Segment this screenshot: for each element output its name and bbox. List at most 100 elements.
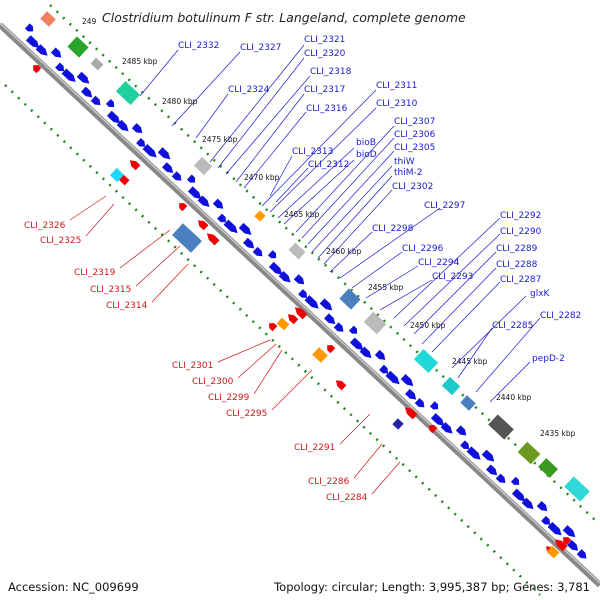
forward-leaders <box>139 44 541 403</box>
leader-line <box>119 229 171 269</box>
forward-gene-arrow <box>429 401 439 410</box>
forward-gene-label: CLI_2316 <box>306 104 348 114</box>
forward-gene-arrow <box>106 110 121 124</box>
leader-line <box>339 207 441 279</box>
reverse-gene-arrow <box>563 537 572 546</box>
forward-gene-arrow <box>197 195 210 207</box>
leader-line <box>253 349 283 395</box>
forward-gene-label: CLI_2313 <box>292 147 333 157</box>
feature-box <box>441 376 461 396</box>
accession-text: Accession: NC_009699 <box>8 580 139 594</box>
leader-line <box>475 317 541 393</box>
forward-gene-arrow <box>90 95 101 106</box>
forward-gene-label: CLI_2298 <box>372 224 414 234</box>
forward-gene-arrow <box>116 119 129 132</box>
forward-gene-arrow <box>25 35 40 49</box>
reverse-gene-label: CLI_2286 <box>308 477 350 487</box>
forward-gene-arrow <box>136 138 146 147</box>
leader-line <box>275 167 309 203</box>
leader-line <box>235 93 305 183</box>
reverse-gene-label: CLI_2295 <box>226 409 267 419</box>
leader-line <box>403 233 501 327</box>
feature-box <box>193 156 213 176</box>
leader-line <box>379 279 433 311</box>
forward-gene-arrow <box>35 44 48 56</box>
map-title: Clostridium botulinum F str. Langeland, … <box>102 10 466 25</box>
feature-box <box>363 311 387 335</box>
backbone-highlight <box>0 22 600 584</box>
forward-gene-label: CLI_2306 <box>394 130 436 140</box>
reverse-gene-arrow <box>129 160 141 171</box>
forward-gene-arrow <box>430 413 445 426</box>
forward-gene-arrow <box>495 473 506 483</box>
forward-gene-arrow <box>405 388 417 400</box>
leader-line <box>237 343 277 379</box>
leader-line <box>195 93 229 139</box>
forward-gene-arrow <box>379 364 389 374</box>
reverse-gene-label: CLI_2284 <box>326 493 368 503</box>
reverse-gene-label: CLI_2299 <box>208 393 250 403</box>
leader-line <box>225 75 311 175</box>
forward-gene-arrow <box>298 289 308 298</box>
feature-box <box>413 349 439 373</box>
leader-line <box>393 217 501 319</box>
leader-line <box>261 89 377 207</box>
forward-gene-label: CLI_2296 <box>402 244 444 254</box>
tick-labels: 249 2485 kbp 2480 kbp 2475 kbp 2470 kbp … <box>82 17 576 438</box>
reverse-labels: CLI_2326 CLI_2325 CLI_2319 CLI_2315 CLI_… <box>24 221 368 503</box>
leader-line <box>171 51 241 127</box>
reverse-gene-arrow <box>327 345 336 354</box>
forward-gene-arrow <box>359 346 372 359</box>
tick-label: 2475 kbp <box>202 135 238 144</box>
leader-line <box>317 175 393 259</box>
leader-line <box>85 203 115 237</box>
leader-line <box>329 231 373 273</box>
feature-box <box>460 395 476 411</box>
forward-gene-arrow <box>510 476 520 485</box>
backbone <box>0 22 600 588</box>
forward-gene-label: CLI_2311 <box>376 81 417 91</box>
leader-line <box>413 251 497 335</box>
reverse-gene-label: CLI_2291 <box>294 443 335 453</box>
reverse-genes <box>33 65 572 557</box>
feature-box <box>312 347 328 363</box>
leader-line <box>277 147 355 219</box>
forward-gene-arrow <box>466 446 481 460</box>
forward-gene-arrow <box>385 370 400 385</box>
forward-gene-arrow <box>243 237 255 249</box>
forward-gene-arrow <box>481 449 495 462</box>
forward-gene-arrow <box>348 325 358 334</box>
forward-gene-arrow <box>562 525 576 538</box>
feature-box <box>276 317 290 331</box>
forward-gene-arrow <box>349 337 364 351</box>
forward-gene-label: CLI_2290 <box>500 227 542 237</box>
forward-gene-arrow <box>131 123 143 134</box>
forward-gene-label: CLI_2318 <box>310 67 352 77</box>
tick-label: 2445 kbp <box>452 357 488 366</box>
feature-box <box>546 545 560 559</box>
leader-line <box>301 137 395 239</box>
reverse-gene-label: CLI_2300 <box>192 377 234 387</box>
feature-box <box>40 11 56 27</box>
forward-gene-arrow <box>333 322 344 332</box>
forward-gene-arrow <box>76 71 90 84</box>
forward-gene-label: CLI_2305 <box>394 143 435 153</box>
leader-line <box>283 159 355 225</box>
reverse-gene-arrow <box>269 323 278 332</box>
reverse-gene-label: CLI_2301 <box>172 361 213 371</box>
forward-gene-arrow <box>157 147 171 160</box>
forward-gene-arrow <box>24 23 34 32</box>
forward-gene-arrow <box>268 261 283 275</box>
forward-gene-arrow <box>187 186 202 200</box>
forward-gene-label: pepD-2 <box>532 354 565 364</box>
leader-line <box>311 165 393 253</box>
forward-gene-arrow <box>547 521 562 536</box>
tick-label: 249 <box>82 17 97 26</box>
forward-gene-arrow <box>319 298 333 311</box>
reverse-gene-label: CLI_2319 <box>74 268 116 278</box>
forward-gene-arrow <box>486 464 498 476</box>
forward-gene-label: CLI_2293 <box>432 272 473 282</box>
feature-box <box>339 288 361 310</box>
reverse-gene-arrow <box>206 233 220 246</box>
tick-label: 2470 kbp <box>244 173 280 182</box>
